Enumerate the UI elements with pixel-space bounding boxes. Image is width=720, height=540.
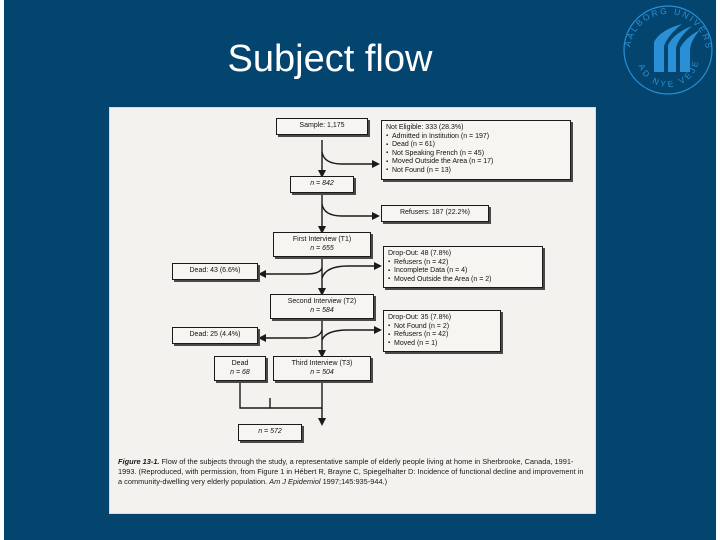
not-eligible-header: Not Eligible: 333 (28.3%) <box>386 124 464 131</box>
box-eligible-n-label: n = 842 <box>310 180 334 187</box>
logo-outer-text: AALBORG UNIVERSITET <box>620 2 714 51</box>
slide-left-edge <box>0 0 4 540</box>
box-third-interview: Third Interview (T3) n = 504 <box>273 356 371 382</box>
box-final-n-label: n = 572 <box>258 428 282 435</box>
dead-t3-line1: Dead <box>231 360 249 367</box>
page-title: Subject flow <box>227 38 433 80</box>
box-sample: Sample: 1,175 <box>276 118 368 135</box>
figure-caption-label: Figure 13-1. <box>118 457 160 466</box>
not-eligible-list: Admitted in Institution (n = 197) Dead (… <box>386 132 565 176</box>
second-interview-line1: Second Interview (T2) <box>287 298 357 305</box>
figure-caption: Figure 13-1. Flow of the subjects throug… <box>118 457 588 488</box>
box-dropout-1: Drop-Out: 48 (7.8%) Refusers (n = 42) In… <box>383 246 543 289</box>
third-interview-line1: Third Interview (T3) <box>291 360 353 367</box>
box-dead-t2-label: Dead: 25 (4.4%) <box>189 331 241 338</box>
list-item: Moved Outside the Area (n = 2) <box>388 275 537 285</box>
box-refusers: Refusers: 187 (22.2%) <box>381 205 489 222</box>
box-dead-t2: Dead: 25 (4.4%) <box>172 327 258 344</box>
first-interview-line2: n = 655 <box>310 244 334 252</box>
list-item: Admitted in Institution (n = 197) <box>386 132 565 142</box>
figure-caption-journal: Am J Epidemiol <box>269 477 321 487</box>
first-interview-line1: First Interview (T1) <box>292 236 352 243</box>
third-interview-line2: n = 504 <box>310 368 334 376</box>
dead-t3-line2: n = 68 <box>230 368 250 376</box>
box-first-interview: First Interview (T1) n = 655 <box>273 232 371 258</box>
dropout-2-list: Not Found (n = 2) Refusers (n = 42) Move… <box>388 322 495 349</box>
flowchart-connectors <box>239 140 382 426</box>
box-dead-t1: Dead: 43 (6.6%) <box>172 263 258 280</box>
figure-caption-text: Flow of the subjects through the study, … <box>118 457 584 487</box>
list-item: Not Speaking French (n = 45) <box>386 149 565 159</box>
list-item: Moved Outside the Area (n = 17) <box>386 158 565 167</box>
dropout-1-header: Drop-Out: 48 (7.8%) <box>388 250 452 257</box>
second-interview-line2: n = 584 <box>310 306 334 314</box>
list-item: Not Found (n = 13) <box>386 166 565 176</box>
logo-waves-icon <box>654 24 700 72</box>
aalborg-university-logo: AALBORG UNIVERSITET AD NYE VEJE <box>616 0 716 98</box>
slide-right-edge <box>716 0 720 540</box>
logo-svg: AALBORG UNIVERSITET AD NYE VEJE <box>616 0 714 95</box>
list-item: Refusers (n = 42) <box>388 258 537 268</box>
box-second-interview: Second Interview (T2) n = 584 <box>270 294 374 320</box>
list-item: Refusers (n = 42) <box>388 331 495 340</box>
flowchart: Sample: 1,175 Not Eligible: 333 (28.3%) … <box>110 108 595 456</box>
box-dead-t1-label: Dead: 43 (6.6%) <box>189 267 241 274</box>
list-item: Moved (n = 1) <box>388 339 495 349</box>
box-refusers-label: Refusers: 187 (22.2%) <box>399 209 471 216</box>
dropout-1-list: Refusers (n = 42) Incomplete Data (n = 4… <box>388 258 537 285</box>
figure-caption-citation: 1997;145:935-944.) <box>320 477 388 487</box>
list-item: Dead (n = 61) <box>386 141 565 150</box>
dropout-2-header: Drop-Out: 35 (7.8%) <box>388 314 452 321</box>
box-dropout-2: Drop-Out: 35 (7.8%) Not Found (n = 2) Re… <box>383 310 501 353</box>
list-item: Incomplete Data (n = 4) <box>388 267 537 276</box>
box-dead-t3: Dead n = 68 <box>214 356 266 382</box>
box-final-n: n = 572 <box>238 424 302 441</box>
box-sample-label: Sample: 1,175 <box>299 122 345 129</box>
figure-image: Sample: 1,175 Not Eligible: 333 (28.3%) … <box>110 108 595 513</box>
box-eligible-n: n = 842 <box>290 176 354 193</box>
box-not-eligible: Not Eligible: 333 (28.3%) Admitted in In… <box>381 120 571 180</box>
logo-ring <box>623 5 713 95</box>
list-item: Not Found (n = 2) <box>388 322 495 332</box>
